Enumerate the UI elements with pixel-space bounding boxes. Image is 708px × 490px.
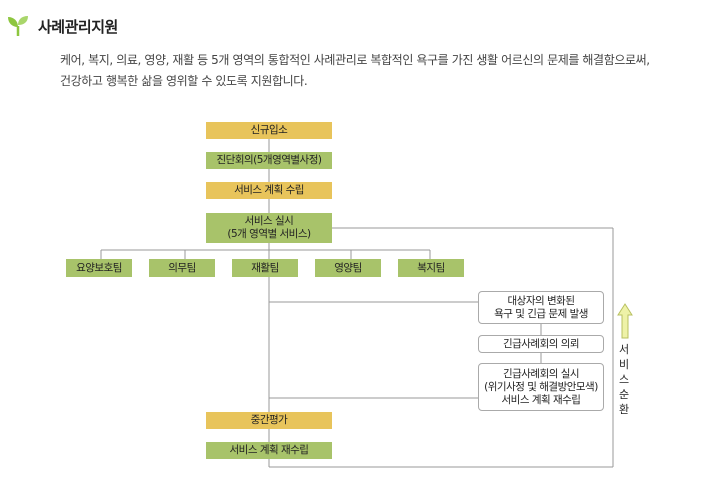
request-box: 긴급사례회의 의뢰 — [478, 335, 604, 353]
service-line2: (5개 영역별 서비스) — [227, 228, 311, 240]
team-box: 영양팀 — [315, 259, 381, 277]
description: 케어, 복지, 의료, 영양, 재활 등 5개 영역의 통합적인 사례관리로 복… — [60, 53, 650, 88]
service-cycle-label: 서비스순환 — [618, 343, 630, 416]
intake-box: 신규입소 — [206, 122, 332, 139]
up-arrow-icon — [617, 303, 633, 339]
change-box: 대상자의 변화된 욕구 및 긴급 문제 발생 — [478, 291, 604, 324]
team-box: 복지팀 — [398, 259, 464, 277]
change-line1: 대상자의 변화된 — [507, 294, 575, 307]
sprout-icon — [8, 16, 28, 36]
service-line1: 서비스 실시 — [244, 215, 294, 227]
team-box: 재활팀 — [232, 259, 298, 277]
change-line2: 욕구 및 긴급 문제 발생 — [494, 307, 588, 320]
team-box: 요양보호팀 — [66, 259, 132, 277]
meeting-line2: (위기사정 및 해결방안모색) — [484, 380, 598, 393]
service-box: 서비스 실시 (5개 영역별 서비스) — [206, 213, 332, 243]
section-header: 사례관리지원 — [6, 14, 118, 38]
team-box: 의무팀 — [149, 259, 215, 277]
plan-box: 서비스 계획 수립 — [206, 182, 332, 199]
meeting-box: 긴급사례회의 실시 (위기사정 및 해결방안모색) 서비스 계획 재수립 — [478, 363, 604, 411]
page-title: 사례관리지원 — [38, 17, 118, 36]
meeting-line3: 서비스 계획 재수립 — [501, 393, 581, 406]
meeting-line1: 긴급사례회의 실시 — [502, 367, 580, 380]
midterm-box: 중간평가 — [206, 412, 332, 429]
diagnosis-box: 진단회의(5개영역별사정) — [206, 152, 332, 169]
replan-box: 서비스 계획 재수립 — [206, 442, 332, 459]
